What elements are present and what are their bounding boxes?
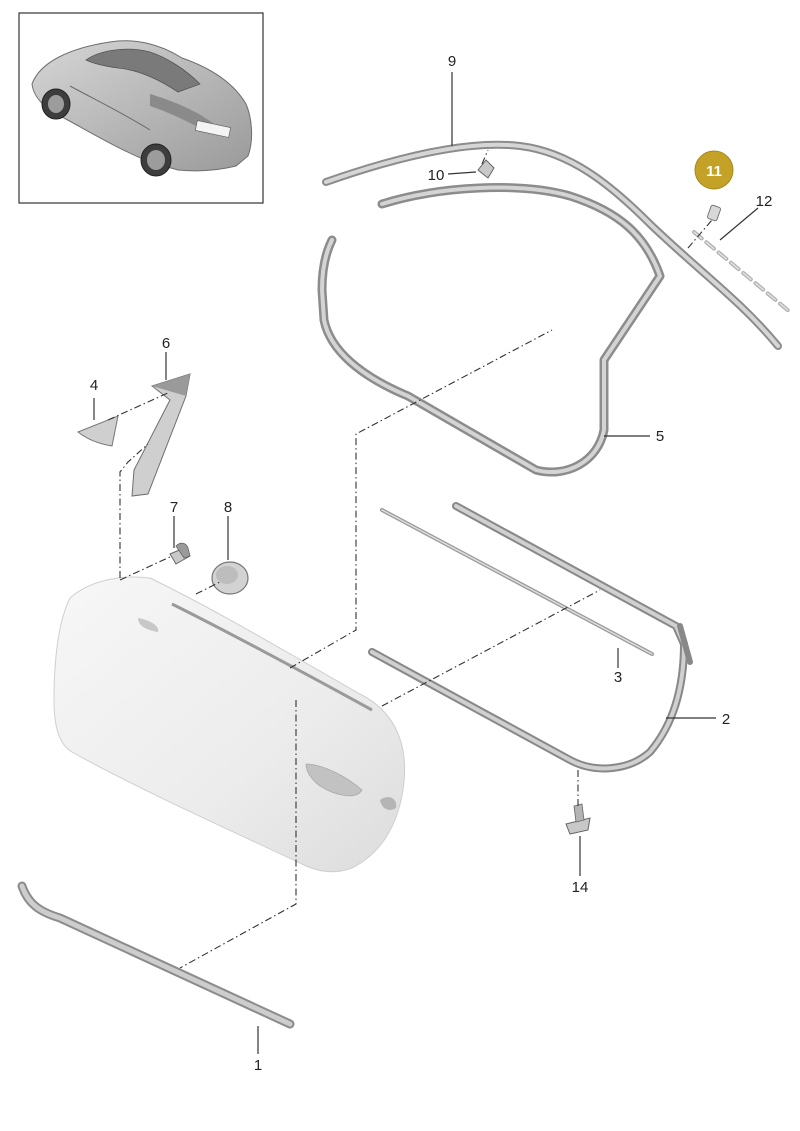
callout-7[interactable]: 7 [170, 499, 178, 516]
callout-9[interactable]: 9 [448, 53, 456, 70]
car-illustration [31, 40, 253, 177]
highlight-badge-11[interactable] [694, 150, 734, 190]
callout-4[interactable]: 4 [90, 377, 98, 394]
leader-lines [93, 72, 759, 1054]
part-11-clip [706, 204, 722, 222]
door-panel [53, 576, 406, 873]
callout-11[interactable]: 11 [706, 163, 722, 180]
callout-10[interactable]: 10 [428, 167, 445, 184]
callout-5[interactable]: 5 [656, 428, 664, 445]
callout-8[interactable]: 8 [224, 499, 232, 516]
callout-3[interactable]: 3 [614, 669, 622, 686]
part-12-clip-strip [692, 230, 792, 314]
callout-2[interactable]: 2 [722, 711, 730, 728]
assembly-guide-lines [107, 149, 713, 969]
part-5-body-seal [317, 183, 665, 477]
part-14-retainer [565, 803, 591, 835]
part-7-clip [169, 542, 191, 565]
part-10-clip [477, 159, 495, 179]
part-9-roof-seal [322, 140, 782, 350]
vehicle-thumbnail [18, 12, 264, 204]
callout-14[interactable]: 14 [572, 879, 589, 896]
callout-12[interactable]: 12 [756, 193, 773, 210]
callout-1[interactable]: 1 [254, 1057, 262, 1074]
callout-6[interactable]: 6 [162, 335, 170, 352]
callout-labels: 9 10 11 12 6 4 5 7 8 3 2 14 1 [90, 53, 773, 1074]
part-3-strip [380, 508, 654, 656]
part-2-door-seal [368, 502, 693, 773]
part-6-mirror-triangle-trim [131, 373, 191, 497]
part-8-plug [211, 561, 249, 595]
part-4-trim-cap [77, 415, 119, 447]
